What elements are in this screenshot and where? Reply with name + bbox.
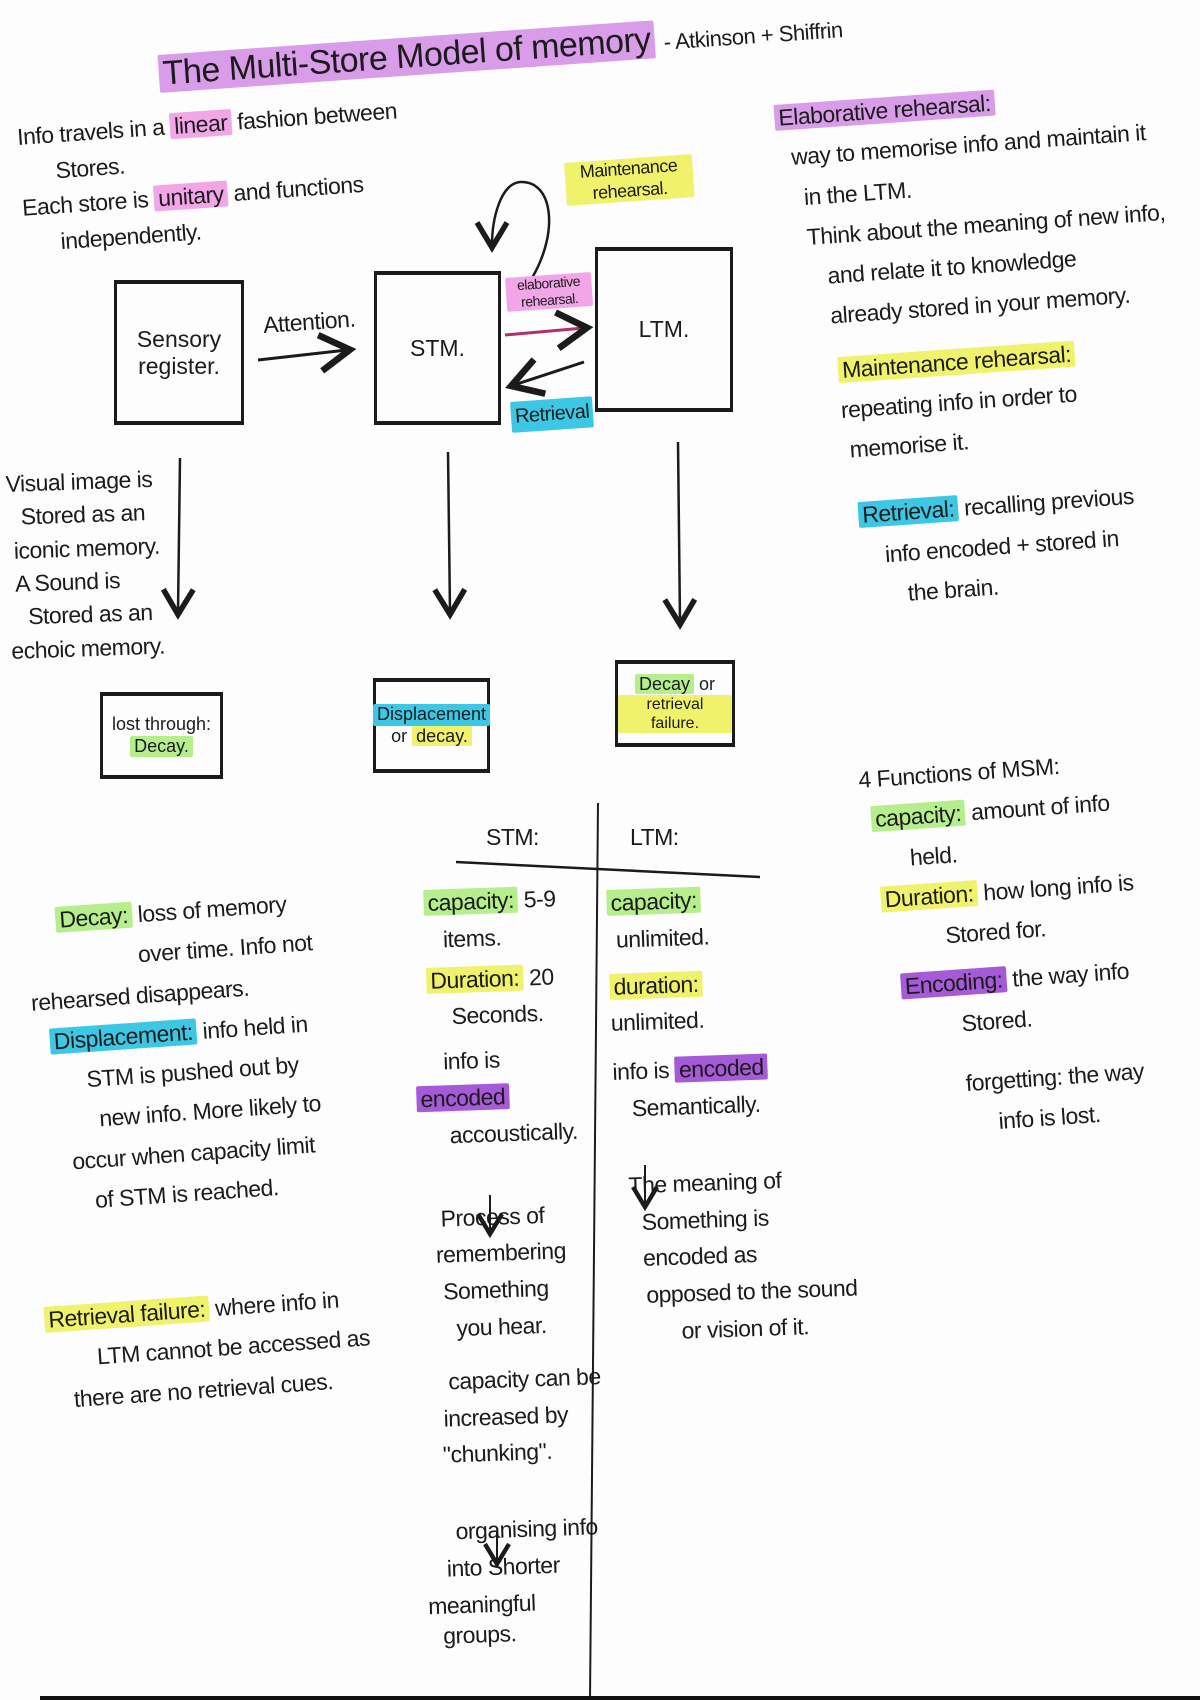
loss-text: or xyxy=(391,725,408,746)
attention-arrow xyxy=(257,332,357,374)
duration-term: duration: xyxy=(609,970,703,1000)
displacement-term: Displacement: xyxy=(48,1018,198,1055)
note-line: increased by xyxy=(443,1400,569,1432)
note-line: info held in xyxy=(201,1010,309,1044)
encoded-term: encoded xyxy=(674,1053,769,1083)
note-line: "chunking". xyxy=(442,1438,553,1469)
stm-box: STM. xyxy=(374,271,501,425)
sensory-down-arrow xyxy=(160,457,196,620)
note-line: iconic memory. xyxy=(13,532,161,564)
retrieval-arrow xyxy=(505,357,585,397)
note-line: the way info xyxy=(1011,957,1130,992)
note-line: A Sound is xyxy=(14,567,121,597)
displacement-term: Displacement xyxy=(372,703,491,726)
decay-term: decay. xyxy=(412,725,472,746)
ltm-loss-box: Decay or retrieval failure. xyxy=(615,660,735,747)
note-line: you hear. xyxy=(456,1311,548,1342)
elaborative-arrow xyxy=(504,309,594,351)
ltm-duration-value: unlimited. xyxy=(610,1007,705,1037)
intro-text: fashion between xyxy=(236,97,398,135)
note-line: meaningful xyxy=(427,1589,537,1620)
retrieval-failure-term: Retrieval failure: xyxy=(43,1295,211,1333)
stm-column-header: STM: xyxy=(486,824,539,850)
retrieval-label: Retrieval xyxy=(510,396,595,433)
stm-down-arrow xyxy=(432,451,468,620)
note-line: info is xyxy=(442,1046,501,1075)
linear-term: linear xyxy=(169,109,233,140)
intro-notes: Info travels in a linear fashion between… xyxy=(16,93,406,262)
table-divider xyxy=(589,802,599,1700)
encoding-term: Encoding: xyxy=(900,966,1008,1000)
stm-column: capacity: 5-9 items. Duration: 20 Second… xyxy=(416,879,610,1648)
sensory-register-box: Sensory register. xyxy=(114,280,244,425)
note-line: Process of xyxy=(440,1201,545,1232)
intro-text: Info travels in a xyxy=(16,113,166,150)
note-line: Semantically. xyxy=(631,1090,761,1122)
stm-duration-value: 20 xyxy=(528,963,555,990)
note-line: Seconds. xyxy=(451,1000,544,1030)
sensory-loss-box: lost through: Decay. xyxy=(100,692,223,779)
capacity-term: capacity: xyxy=(870,799,967,833)
decay-term: Decay. xyxy=(130,735,193,758)
note-line: recalling previous xyxy=(963,483,1135,521)
note-line: info is xyxy=(612,1057,670,1086)
ltm-capacity-value: unlimited. xyxy=(615,923,710,953)
unitary-term: unitary xyxy=(153,180,229,212)
note-line: Visual image is xyxy=(5,465,153,497)
intro-text: Each store is xyxy=(21,186,150,222)
encoded-term: encoded xyxy=(416,1083,510,1113)
ltm-label: LTM. xyxy=(638,316,690,342)
note-line: Stored as an xyxy=(20,499,146,530)
definitions: Decay: loss of memory over time. Info no… xyxy=(30,882,330,1221)
sensory-label: Sensory register. xyxy=(136,325,222,379)
note-line: into Shorter xyxy=(446,1551,561,1582)
note-line: organising info xyxy=(455,1513,599,1545)
ltm-down-arrow xyxy=(662,441,698,630)
ltm-column: capacity: unlimited. duration: unlimited… xyxy=(606,877,859,1352)
note-line: loss of memory xyxy=(136,890,288,928)
stm-loss-box: Displacement or decay. xyxy=(372,678,491,773)
stm-label: STM. xyxy=(410,334,465,361)
attention-label: Attention. xyxy=(262,305,357,338)
functions-notes: 4 Functions of MSM: capacity: amount of … xyxy=(857,741,1151,1149)
note-line: amount of info xyxy=(970,789,1111,826)
note-line: echoic memory. xyxy=(10,632,166,664)
duration-term: Duration: xyxy=(425,964,524,994)
note-line: items. xyxy=(442,924,502,953)
ltm-box: LTM. xyxy=(595,247,733,412)
duration-term: Duration: xyxy=(879,879,979,913)
table-header-line xyxy=(455,860,761,879)
loss-text: lost through: xyxy=(111,713,212,734)
title-authors: - Atkinson + Shiffrin xyxy=(662,17,844,55)
page-bottom-edge xyxy=(40,1696,1200,1700)
maintenance-rehearsal-label: Maintenance rehearsal. xyxy=(564,154,695,207)
retrieval-failure-term: retrieval failure. xyxy=(618,695,732,734)
note-line: Stored as an xyxy=(27,599,154,630)
elaborative-rehearsal-label: elaborative rehearsal. xyxy=(505,272,594,312)
right-notes: Elaborative rehearsal: way to memorise i… xyxy=(773,71,1192,619)
capacity-term: capacity: xyxy=(423,886,519,916)
note-line: how long info is xyxy=(982,868,1135,906)
note-line: remembering xyxy=(435,1237,567,1269)
note-line: accoustically. xyxy=(449,1117,579,1148)
decay-term: Decay: xyxy=(54,901,133,933)
decay-term: Decay xyxy=(634,673,694,694)
ltm-column-header: LTM: xyxy=(630,824,679,850)
intro-text: and functions xyxy=(232,171,365,207)
stm-capacity-value: 5-9 xyxy=(523,885,556,913)
sensory-notes: Visual image is Stored as an iconic memo… xyxy=(5,463,166,668)
note-line: where info in xyxy=(214,1286,340,1321)
retrieval-failure-definition: Retrieval failure: where info in LTM can… xyxy=(43,1277,374,1420)
loss-text: or xyxy=(699,673,716,694)
note-line: capacity can be xyxy=(447,1362,602,1395)
maintenance-loop-arrow xyxy=(474,180,551,279)
note-line: Something xyxy=(442,1275,550,1305)
capacity-term: capacity: xyxy=(606,886,702,916)
retrieval-term: Retrieval: xyxy=(857,495,960,529)
